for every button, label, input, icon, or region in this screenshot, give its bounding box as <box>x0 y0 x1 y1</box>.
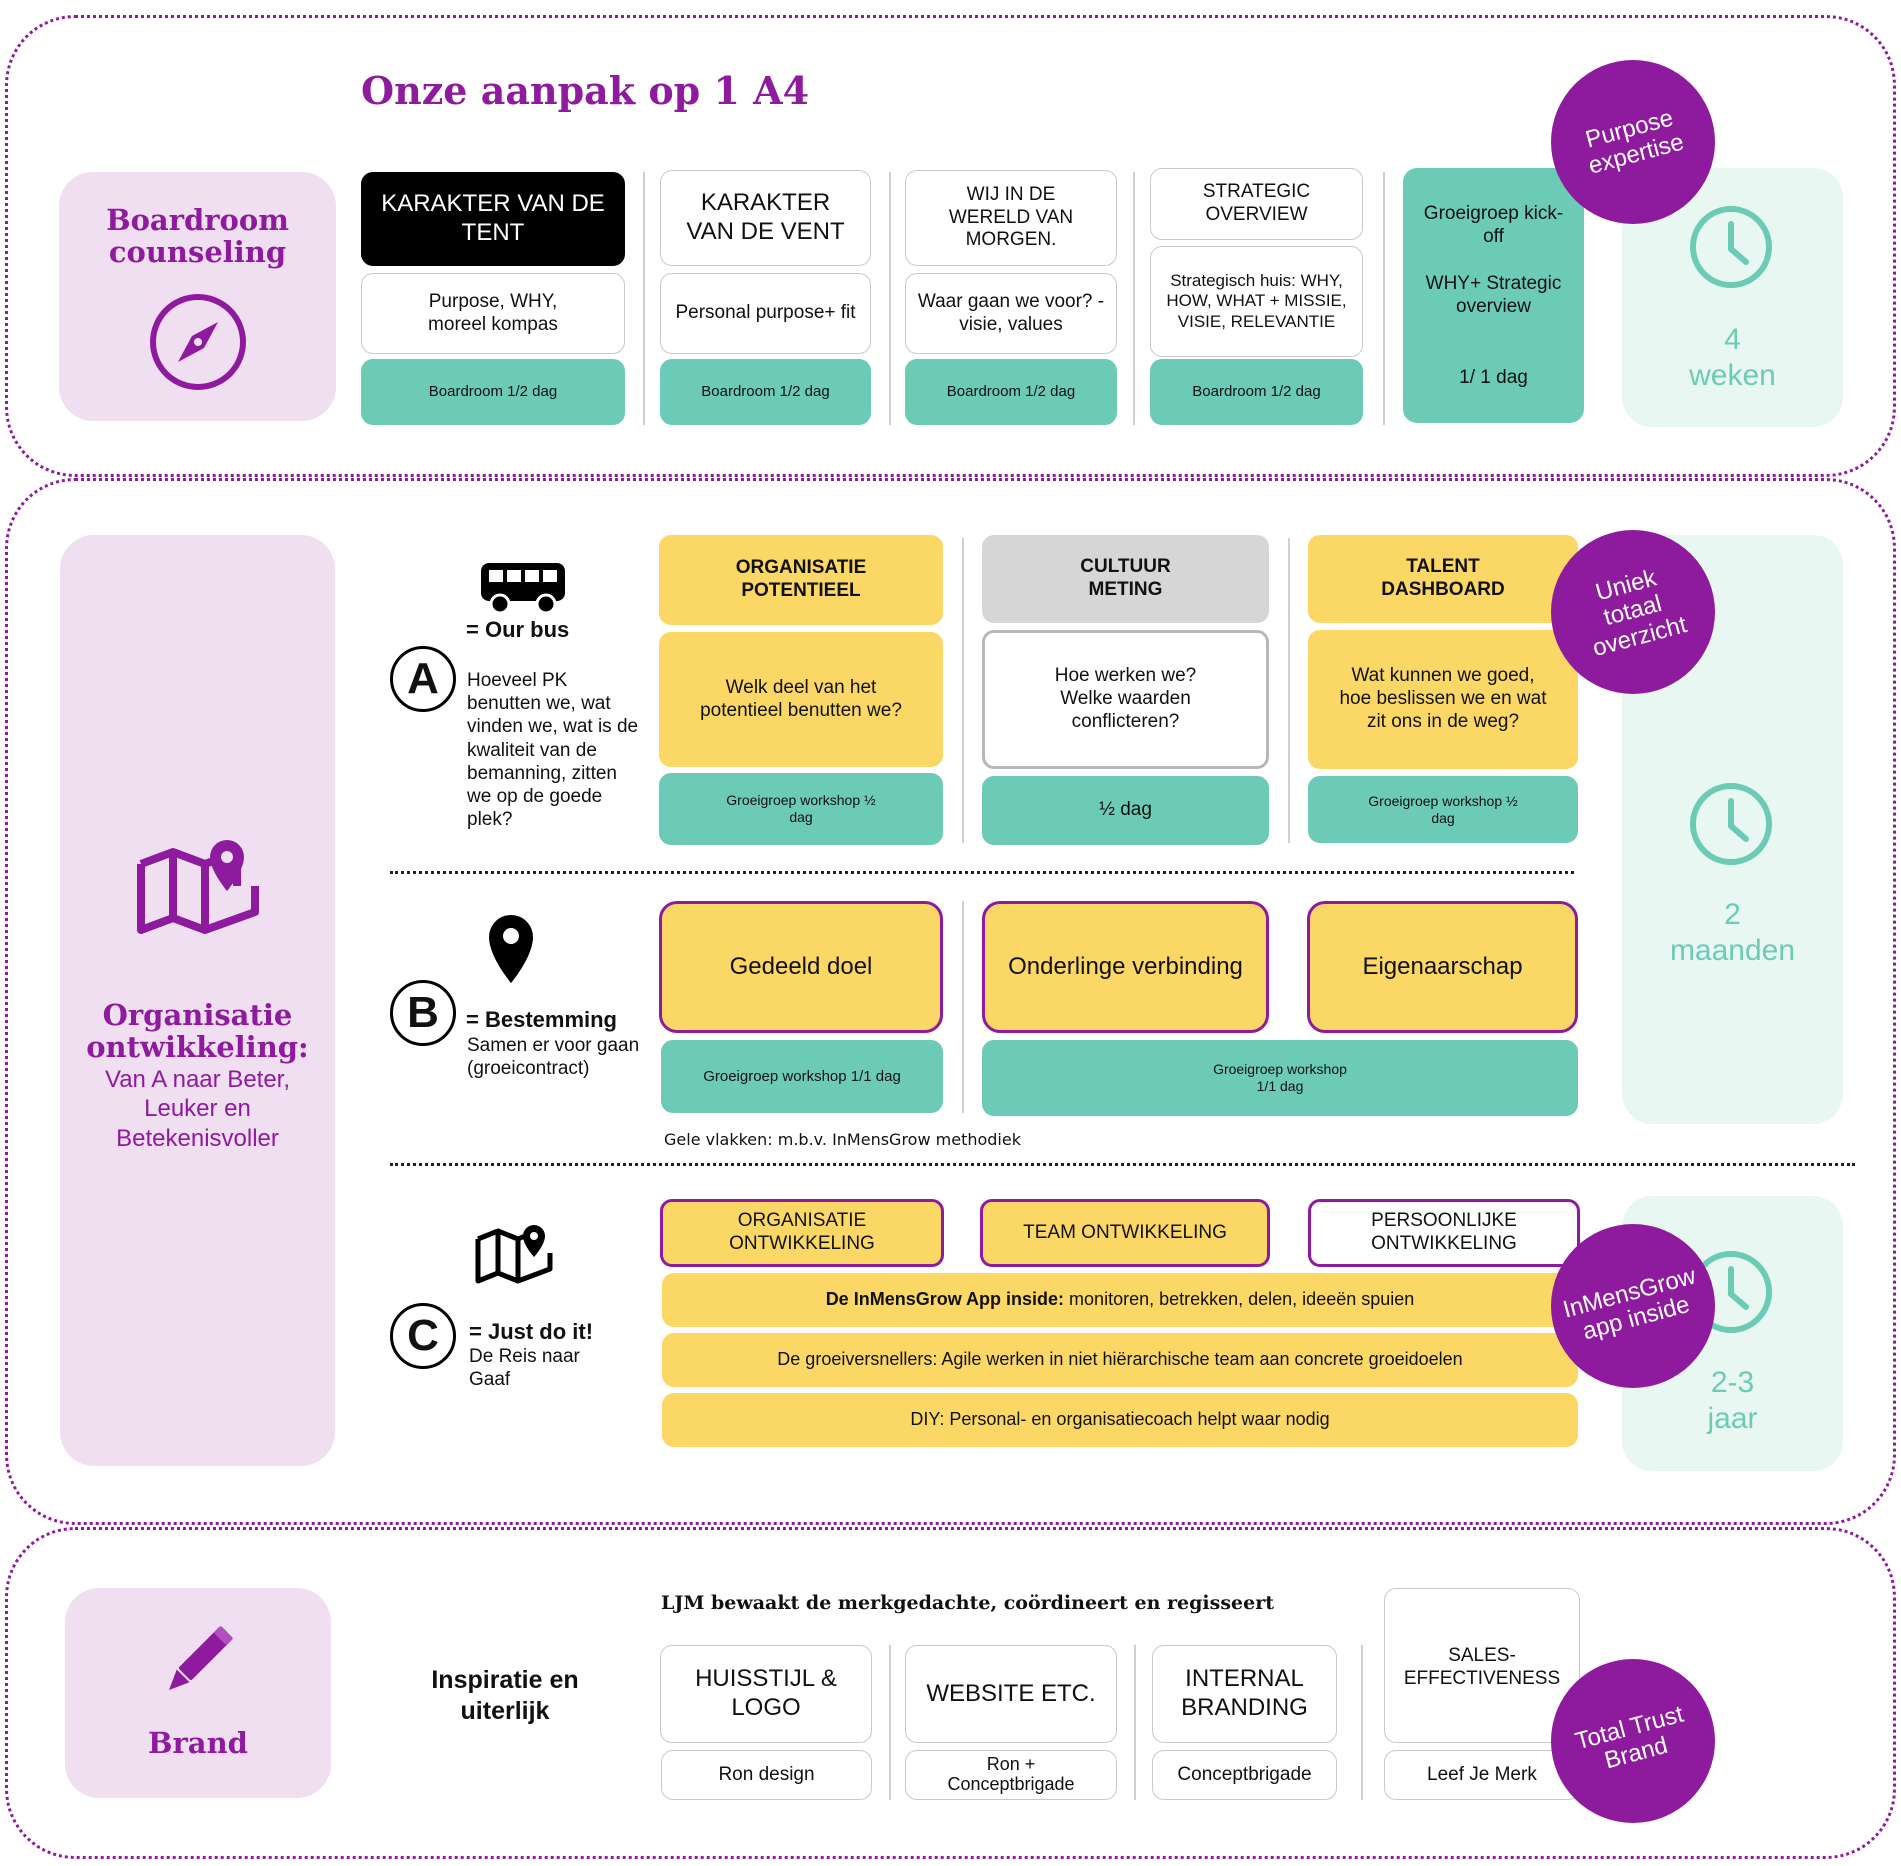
b-item-eigenaarschap: Eigenaarschap <box>1307 901 1578 1033</box>
brand-footer-huisstijl: Ron design <box>661 1750 872 1800</box>
a-footer-talent: Groeigroep workshop ½ dag <box>1308 776 1578 843</box>
step-footer-strategic: Boardroom 1/2 dag <box>1150 359 1363 425</box>
step-header-tent: KARAKTER VAN DE TENT <box>361 172 625 266</box>
kickoff-line1: Groeigroep kick-off <box>1423 203 1564 248</box>
divider <box>1288 538 1290 843</box>
a-text: Hoeveel PK benutten we, wat vinden we, w… <box>467 670 639 831</box>
duration-jaar-num: 2-3 <box>1710 1366 1755 1399</box>
divider <box>1134 1645 1136 1800</box>
c-title: = Just do it! <box>469 1319 594 1344</box>
organisatie-label-title: Organisatie ontwikkeling: <box>86 998 309 1065</box>
brand-panel <box>65 1588 331 1798</box>
brand-left-label: Inspiratie en uiterlijk <box>431 1666 579 1726</box>
b-title: = Bestemming <box>466 1007 617 1032</box>
brand-item-sales: SALES-EFFECTIVENESS <box>1384 1588 1580 1743</box>
dotted-separator <box>390 871 1574 874</box>
duration-weken-unit: weken <box>1689 359 1776 392</box>
divider <box>889 1645 891 1800</box>
compass-icon <box>150 294 246 390</box>
c-bar-diy: DIY: Personal- en organisatiecoach helpt… <box>662 1393 1578 1447</box>
location-pin-icon <box>489 915 533 983</box>
b-text: Samen er voor gaan (groeicontract) <box>467 1035 640 1080</box>
step-footer-morgen: Boardroom 1/2 dag <box>905 359 1117 425</box>
brand-item-sales-text: SALES-EFFECTIVENESS <box>1403 1645 1561 1689</box>
c-text: De Reis naar Gaaf <box>469 1346 580 1391</box>
clock-icon <box>1690 783 1772 865</box>
a-content-potentieel: Welk deel van het potentieel benutten we… <box>659 632 943 767</box>
c-header-team: TEAM ONTWIKKELING <box>980 1199 1270 1267</box>
a-footer-potentieel: Groeigroep workshop ½ dag <box>659 773 943 845</box>
dotted-separator <box>390 1163 1855 1166</box>
badge-uniek-overzicht: Uniek totaal overzicht <box>1551 530 1715 694</box>
duration-maanden-num: 2 <box>1724 898 1741 931</box>
kickoff-line3: 1/ 1 dag <box>1459 367 1528 388</box>
b-item-gedeeld-doel: Gedeeld doel <box>659 901 943 1033</box>
c-bar-app-bold: De InMensGrow App inside: <box>825 1289 1065 1310</box>
brand-item-internal: INTERNAL BRANDING <box>1152 1645 1337 1743</box>
duration-jaar-unit: jaar <box>1707 1402 1758 1435</box>
letter-c: C <box>390 1303 456 1369</box>
a-content-cultuur: Hoe werken we? Welke waarden conflictere… <box>982 630 1269 769</box>
step-header-morgen: WIJ IN DE WERELD VAN MORGEN. <box>905 170 1117 266</box>
page-title: Onze aanpak op 1 A4 <box>361 68 810 113</box>
b-footer-2: Groeigroep workshop 1/1 dag <box>982 1040 1578 1116</box>
section-boardroom <box>5 15 1896 477</box>
brand-item-website: WEBSITE ETC. <box>905 1645 1117 1743</box>
step-content-strategic: Strategisch huis: WHY, HOW, WHAT + MISSI… <box>1150 246 1363 357</box>
pencil-icon <box>169 1626 233 1690</box>
brand-item-huisstijl: HUISSTIJL & LOGO <box>660 1645 872 1743</box>
duration-maanden-unit: maanden <box>1669 934 1796 967</box>
step-header-strategic: STRATEGIC OVERVIEW <box>1150 168 1363 240</box>
brand-label: Brand <box>148 1726 248 1760</box>
step-content-vent: Personal purpose+ fit <box>660 273 871 354</box>
b-item-verbinding: Onderlinge verbinding <box>982 901 1269 1033</box>
step-content-tent: Purpose, WHY, moreel kompas <box>361 273 625 354</box>
divider <box>1133 172 1135 425</box>
boardroom-label: Boardroom counseling <box>106 203 289 270</box>
letter-a: A <box>390 646 456 712</box>
c-bar-app-rest: monitoren, betrekken, delen, ideeën spui… <box>1064 1289 1415 1310</box>
c-bar-groeiversnellers: De groeiversnellers: Agile werken in nie… <box>662 1333 1578 1387</box>
kickoff-line2: WHY+ Strategic overview <box>1425 273 1562 318</box>
organisatie-panel <box>60 535 335 1466</box>
section-organisatie <box>5 478 1896 1525</box>
a-header-potentieel: ORGANISATIE POTENTIEEL <box>659 535 943 625</box>
c-bar-app: De InMensGrow App inside: monitoren, bet… <box>662 1273 1578 1327</box>
letter-b: B <box>390 980 456 1046</box>
divider <box>1383 172 1385 425</box>
divider <box>889 172 891 425</box>
c-header-organisatie: ORGANISATIE ONTWIKKELING <box>660 1199 944 1267</box>
b-note: Gele vlakken: m.b.v. InMensGrow methodie… <box>664 1130 1021 1149</box>
brand-footer-sales: Leef Je Merk <box>1384 1750 1580 1800</box>
brand-footer-internal: Conceptbrigade <box>1152 1750 1337 1800</box>
badge-inmensgrow-app: InMensGrow app inside <box>1551 1224 1715 1388</box>
c-header-persoonlijk: PERSOONLIJKE ONTWIKKELING <box>1308 1199 1580 1267</box>
map-pin-icon <box>137 840 259 934</box>
a-header-talent: TALENT DASHBOARD <box>1308 535 1578 623</box>
a-title: = Our bus <box>466 617 570 642</box>
brand-footer-website: Ron + Conceptbrigade <box>905 1750 1117 1800</box>
a-footer-cultuur: ½ dag <box>982 776 1269 845</box>
step-footer-vent: Boardroom 1/2 dag <box>660 359 871 425</box>
clock-icon <box>1690 206 1772 288</box>
section-brand <box>5 1527 1896 1859</box>
duration-weken-num: 4 <box>1724 323 1741 356</box>
brand-heading: LJM bewaakt de merkgedachte, coördineert… <box>661 1592 1275 1614</box>
map-icon <box>475 1225 553 1284</box>
b-footer-1: Groeigroep workshop 1/1 dag <box>661 1040 943 1113</box>
divider <box>1361 1645 1363 1800</box>
divider <box>962 901 964 1113</box>
step-footer-tent: Boardroom 1/2 dag <box>361 359 625 425</box>
organisatie-label-sub: Van A naar Beter, Leuker en Betekenisvol… <box>104 1066 291 1152</box>
bus-icon <box>481 563 565 615</box>
step-content-morgen: Waar gaan we voor? - visie, values <box>905 273 1117 354</box>
step-header-vent: KARAKTER VAN DE VENT <box>660 170 871 266</box>
a-header-cultuur: CULTUUR METING <box>982 535 1269 623</box>
badge-total-trust-brand: Total Trust Brand <box>1551 1659 1715 1823</box>
a-content-talent: Wat kunnen we goed, hoe beslissen we en … <box>1308 630 1578 769</box>
divider <box>962 538 964 843</box>
badge-purpose-expertise: Purpose expertise <box>1551 60 1715 224</box>
divider <box>643 172 645 425</box>
kickoff-box: Groeigroep kick-off WHY+ Strategic overv… <box>1403 168 1584 423</box>
